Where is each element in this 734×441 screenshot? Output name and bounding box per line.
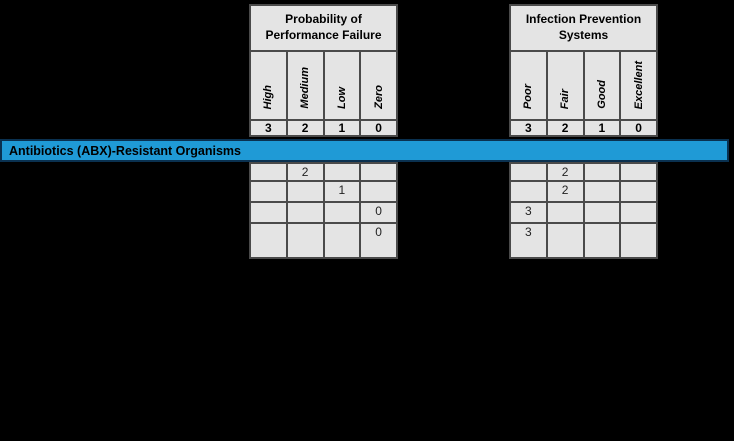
rating-cell bbox=[285, 180, 325, 203]
rating-cell bbox=[359, 162, 398, 182]
infection-prevention-ratings-table: 2 2 3 3 bbox=[509, 162, 658, 259]
table-row: 2 bbox=[509, 162, 658, 182]
column-header-excellent: Excellent bbox=[619, 50, 658, 121]
column-header-label: Medium bbox=[299, 67, 312, 109]
score-zero: 0 bbox=[359, 119, 398, 137]
score-row: 3 2 1 0 bbox=[509, 119, 658, 137]
table-row: 2 bbox=[249, 162, 398, 182]
table-title-row: Probability of Performance Failure bbox=[249, 4, 398, 52]
rating-cell: 0 bbox=[359, 201, 398, 224]
column-header-fair: Fair bbox=[545, 50, 585, 121]
rating-cell bbox=[249, 180, 288, 203]
column-label-row: Poor Fair Good Excellent bbox=[509, 50, 658, 121]
performance-failure-ratings-table: 2 1 0 0 bbox=[249, 162, 398, 259]
table-title-row: Infection Prevention Systems bbox=[509, 4, 658, 52]
infection-prevention-title: Infection Prevention Systems bbox=[509, 4, 658, 52]
score-low: 1 bbox=[322, 119, 362, 137]
rating-cell bbox=[509, 180, 548, 203]
performance-failure-title: Probability of Performance Failure bbox=[249, 4, 398, 52]
score-medium: 2 bbox=[285, 119, 325, 137]
table-row: 0 bbox=[249, 201, 398, 224]
rating-cell: 2 bbox=[285, 162, 325, 182]
column-header-low: Low bbox=[322, 50, 362, 121]
column-header-poor: Poor bbox=[509, 50, 548, 121]
score-good: 1 bbox=[582, 119, 622, 137]
abx-resistant-organisms-banner: Antibiotics (ABX)-Resistant Organisms bbox=[0, 139, 729, 162]
rating-cell bbox=[619, 201, 658, 224]
score-row: 3 2 1 0 bbox=[249, 119, 398, 137]
rating-cell bbox=[619, 180, 658, 203]
rating-cell: 3 bbox=[509, 201, 548, 224]
rating-cell bbox=[249, 201, 288, 224]
column-header-label: Poor bbox=[522, 83, 535, 109]
rating-cell bbox=[322, 162, 362, 182]
rating-cell bbox=[249, 222, 288, 259]
column-header-label: Low bbox=[335, 87, 348, 109]
column-header-label: Good bbox=[595, 80, 608, 109]
rating-cell bbox=[582, 201, 622, 224]
column-header-label: Zero bbox=[372, 85, 385, 109]
rating-cell bbox=[582, 162, 622, 182]
rating-cell bbox=[285, 222, 325, 259]
score-poor: 3 bbox=[509, 119, 548, 137]
rating-cell: 3 bbox=[509, 222, 548, 259]
score-excellent: 0 bbox=[619, 119, 658, 137]
column-header-high: High bbox=[249, 50, 288, 121]
table-row: 2 bbox=[509, 180, 658, 203]
infection-prevention-header-table: Infection Prevention Systems Poor Fair G… bbox=[509, 4, 658, 137]
score-fair: 2 bbox=[545, 119, 585, 137]
column-header-medium: Medium bbox=[285, 50, 325, 121]
column-header-good: Good bbox=[582, 50, 622, 121]
table-row: 3 bbox=[509, 222, 658, 259]
rating-cell bbox=[545, 201, 585, 224]
rating-cell bbox=[582, 180, 622, 203]
rating-cell bbox=[359, 180, 398, 203]
rating-cell: 2 bbox=[545, 180, 585, 203]
rating-cell bbox=[322, 201, 362, 224]
rating-cell bbox=[285, 201, 325, 224]
banner-label: Antibiotics (ABX)-Resistant Organisms bbox=[9, 143, 241, 158]
column-header-label: Excellent bbox=[632, 60, 645, 109]
table-row: 0 bbox=[249, 222, 398, 259]
rating-cell bbox=[582, 222, 622, 259]
rating-cell bbox=[322, 222, 362, 259]
column-header-label: Fair bbox=[559, 88, 572, 109]
column-label-row: High Medium Low Zero bbox=[249, 50, 398, 121]
score-high: 3 bbox=[249, 119, 288, 137]
rating-cell bbox=[509, 162, 548, 182]
rating-cell bbox=[249, 162, 288, 182]
column-header-zero: Zero bbox=[359, 50, 398, 121]
rating-cell bbox=[545, 222, 585, 259]
rating-cell bbox=[619, 162, 658, 182]
table-row: 1 bbox=[249, 180, 398, 203]
performance-failure-header-table: Probability of Performance Failure High … bbox=[249, 4, 398, 137]
column-header-label: High bbox=[262, 84, 275, 109]
rating-cell: 1 bbox=[322, 180, 362, 203]
rating-cell: 2 bbox=[545, 162, 585, 182]
table-row: 3 bbox=[509, 201, 658, 224]
rating-cell bbox=[619, 222, 658, 259]
rating-cell: 0 bbox=[359, 222, 398, 259]
